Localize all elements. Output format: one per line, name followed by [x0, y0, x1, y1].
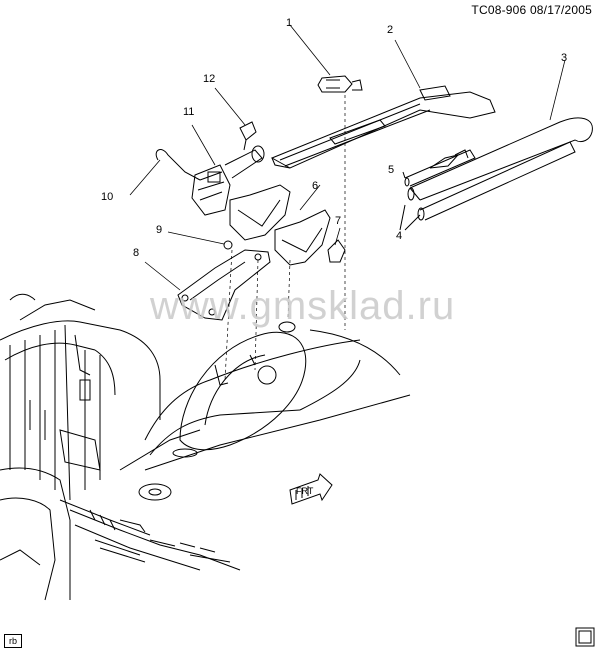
- vehicle-body: [0, 293, 241, 601]
- callout-4: 4: [396, 230, 403, 242]
- callout-10: 10: [101, 191, 114, 203]
- callout-2: 2: [387, 24, 394, 36]
- assembly-lines: [224, 95, 346, 381]
- part-10-cable: [129, 149, 201, 196]
- part-9-nut: [167, 231, 233, 250]
- rb-badge: rb: [4, 634, 22, 648]
- diagram-date: 08/17/2005: [529, 3, 592, 17]
- callout-3: 3: [561, 52, 568, 64]
- callout-8: 8: [133, 247, 140, 259]
- floor-rails: [89, 509, 231, 563]
- callout-5: 5: [388, 164, 395, 176]
- part-12-pad: [214, 87, 257, 151]
- part-11-jack: [191, 124, 265, 216]
- callout-12: 12: [203, 73, 216, 85]
- callout-1: 1: [286, 17, 293, 29]
- part-4-5-rods: [399, 149, 476, 231]
- part-3-wrench: [407, 59, 593, 221]
- front-label: FRT: [296, 486, 314, 496]
- part-7-bracket: [327, 227, 346, 263]
- callout-7: 7: [335, 215, 342, 227]
- callout-11: 11: [183, 106, 195, 118]
- front-arrow: [289, 473, 333, 505]
- part-8-bracket: [144, 249, 271, 321]
- diagram-header: TC08-906 08/17/2005: [471, 3, 592, 17]
- gm-logo: [575, 627, 595, 647]
- part-1-clip: [289, 24, 363, 93]
- watermark: www.gmsklad.ru: [150, 284, 456, 328]
- callout-6: 6: [312, 180, 319, 192]
- diagram-id: TC08-906: [471, 3, 527, 17]
- cargo-floor: [138, 321, 411, 501]
- callout-9: 9: [156, 224, 163, 236]
- part-6-brackets: [229, 184, 331, 266]
- part-2-strap: [270, 39, 496, 169]
